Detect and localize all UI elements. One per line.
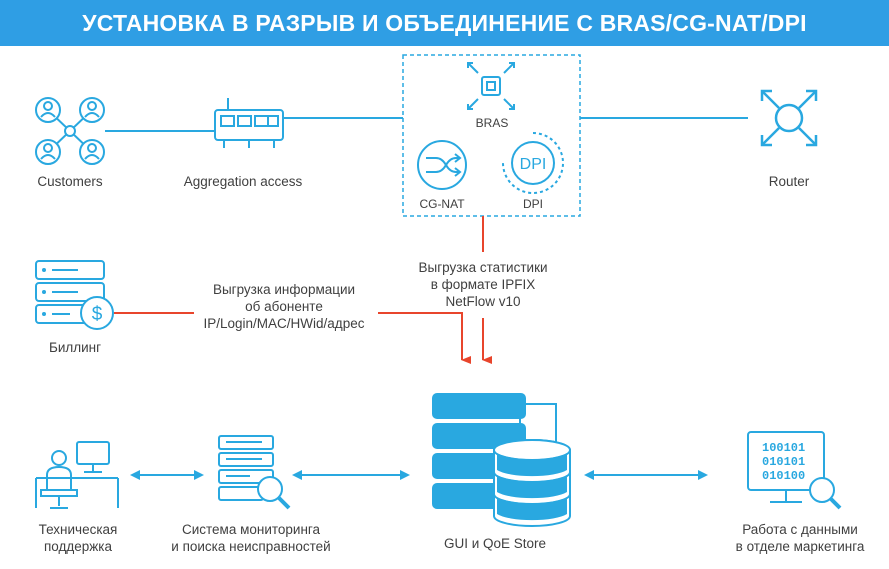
subscriber-line-1: Выгрузка информации	[212, 282, 356, 297]
aggregation-label: Aggregation access	[183, 174, 303, 189]
gui-store-label: GUI и QoE Store	[443, 536, 547, 551]
support-monitoring-arrow	[130, 470, 204, 480]
subscriber-annotation: Выгрузка информации об абоненте IP/Login…	[186, 281, 382, 332]
stats-line-1: Выгрузка статистики	[418, 260, 548, 275]
bras-group-frame	[402, 54, 581, 217]
marketing-icon	[747, 431, 842, 510]
subscriber-line-2: об абоненте	[245, 299, 323, 314]
dpi-icon: DPI	[502, 132, 564, 194]
monitoring-label-line-2: и поиска неисправностей	[171, 539, 331, 554]
dollar-sign: $	[92, 304, 103, 325]
billing-arrow	[378, 312, 471, 364]
stats-line-2: в формате IPFIX	[430, 277, 536, 292]
monitoring-label: Система мониторинга и поиска неисправнос…	[156, 521, 346, 555]
binary-data: 100101 010101 010100	[762, 441, 805, 483]
switch-icon	[214, 98, 284, 148]
monitoring-label-line-1: Система мониторинга	[181, 522, 321, 537]
binary-row-1: 100101	[762, 441, 805, 455]
store-marketing-arrow	[584, 470, 708, 480]
router-label: Router	[768, 174, 810, 189]
customers-label: Customers	[37, 174, 103, 189]
cgnat-icon	[417, 140, 467, 190]
router-icon	[760, 89, 818, 147]
gui-store-icon	[432, 393, 571, 527]
support-label-line-1: Техническая	[38, 522, 118, 537]
bras-icon	[467, 62, 515, 110]
monitoring-icon	[218, 435, 291, 510]
bottom-arrows	[130, 470, 708, 480]
billing-label: Биллинг	[48, 340, 102, 355]
customers-icon	[35, 97, 105, 165]
subscriber-line-3: IP/Login/MAC/HWid/адрес	[203, 316, 365, 331]
title-banner: УСТАНОВКА В РАЗРЫВ И ОБЪЕДИНЕНИЕ С BRAS/…	[0, 0, 889, 46]
monitoring-store-arrow	[292, 470, 410, 480]
marketing-label: Работа с данными в отделе маркетинга	[725, 521, 875, 555]
page-title: УСТАНОВКА В РАЗРЫВ И ОБЪЕДИНЕНИЕ С BRAS/…	[82, 9, 807, 36]
statistics-arrows	[114, 216, 492, 364]
marketing-label-line-2: в отделе маркетинга	[735, 539, 865, 554]
cgnat-label: CG-NAT	[419, 197, 465, 211]
support-label: Техническая поддержка	[18, 521, 138, 555]
connection-lines	[105, 117, 748, 132]
binary-row-3: 010100	[762, 469, 805, 483]
support-label-line-2: поддержка	[43, 539, 113, 554]
stats-annotation: Выгрузка статистики в формате IPFIX NetF…	[393, 259, 573, 310]
dpi-badge-text: DPI	[520, 156, 547, 173]
marketing-label-line-1: Работа с данными	[742, 522, 858, 537]
stats-line-3: NetFlow v10	[445, 294, 521, 309]
billing-icon: $	[35, 260, 114, 330]
dpi-label: DPI	[523, 197, 543, 211]
binary-row-2: 010101	[762, 455, 805, 469]
support-icon	[35, 441, 119, 509]
bras-label: BRAS	[476, 116, 509, 130]
